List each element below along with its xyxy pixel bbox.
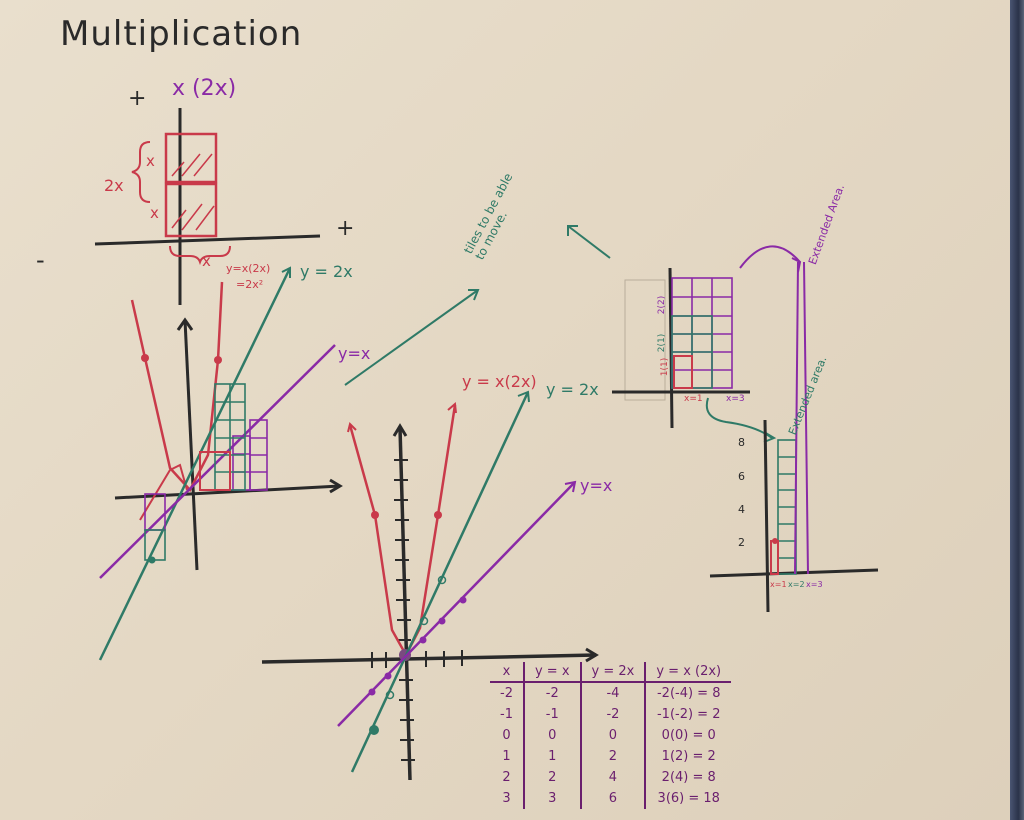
table-header: y = x bbox=[522, 662, 581, 683]
table-cell: 3 bbox=[502, 791, 511, 806]
table-cell: -1 bbox=[522, 704, 581, 725]
table-cell: -2(-4) = 8 bbox=[644, 682, 732, 704]
left-label-yx2x: y=x(2x) bbox=[226, 262, 271, 275]
center-line-2x bbox=[350, 391, 530, 773]
table-cell: 3 bbox=[522, 788, 581, 809]
table-cell: 2 bbox=[522, 767, 581, 788]
table-cell: 6 bbox=[579, 788, 646, 809]
right-lower-graph bbox=[709, 261, 879, 613]
table-cell: 2 bbox=[502, 770, 511, 785]
table-cell: 3(6) = 18 bbox=[644, 788, 732, 809]
right-label-x1-b: x=1 bbox=[770, 580, 787, 589]
center-x-axis bbox=[261, 653, 597, 664]
table-cell: -2 bbox=[522, 682, 581, 704]
left-x-axis bbox=[114, 484, 341, 500]
table-cell: 2 bbox=[579, 746, 646, 767]
table-cell: 0(0) = 0 bbox=[644, 725, 732, 746]
brace-2x bbox=[131, 141, 151, 203]
right-label-x3: x=3 bbox=[726, 394, 745, 404]
table-cell: -2 bbox=[500, 686, 513, 701]
values-table: x y = x y = 2x y = x (2x) -2 -2 -4 -2(-4… bbox=[490, 662, 732, 809]
left-label-y2x: y = 2x bbox=[300, 262, 353, 281]
table-cell: 0 bbox=[502, 728, 511, 743]
left-label-2x2: =2x² bbox=[236, 278, 264, 291]
table-cell: 0 bbox=[522, 725, 581, 746]
table-row: 0 0 0 0(0) = 0 bbox=[490, 725, 732, 746]
left-line-2x bbox=[98, 267, 292, 661]
left-y-axis bbox=[183, 319, 199, 571]
center-label-y2x: y = 2x bbox=[546, 380, 599, 399]
table-cell: -2 bbox=[579, 704, 646, 725]
center-label-yx2x: y = x(2x) bbox=[462, 372, 537, 391]
center-label-yx: y=x bbox=[580, 476, 613, 495]
right-upper-graph bbox=[612, 245, 802, 443]
label-plus-top: + bbox=[128, 86, 147, 111]
table-header: y = x (2x) bbox=[644, 662, 732, 683]
right-label-x2-b: x=2 bbox=[788, 580, 805, 589]
right-label-x3-b: x=3 bbox=[806, 580, 823, 589]
area-tile-upper bbox=[164, 132, 218, 184]
label-x-bottom: x bbox=[202, 252, 211, 270]
right-tick-8: 8 bbox=[738, 436, 745, 449]
right-tick-2: 2 bbox=[738, 536, 745, 549]
label-x-lower: x bbox=[150, 204, 159, 222]
center-y-axis bbox=[398, 427, 412, 781]
table-cell: 1 bbox=[502, 749, 511, 764]
table-cell: -1 bbox=[500, 707, 513, 722]
area-tile-lower bbox=[164, 182, 218, 238]
table-row: -1 -1 -2 -1(-2) = 2 bbox=[490, 704, 732, 725]
right-label-1-1: 1(1) bbox=[660, 357, 671, 377]
tiles-arrow bbox=[344, 225, 611, 386]
table-row: -2 -2 -4 -2(-4) = 8 bbox=[490, 682, 732, 704]
table-cell: 1(2) = 2 bbox=[644, 746, 732, 767]
table-cell: 0 bbox=[579, 725, 646, 746]
right-label-x1: x=1 bbox=[684, 394, 703, 404]
desk-edge bbox=[1010, 0, 1024, 820]
table-cell: -1(-2) = 2 bbox=[644, 704, 732, 725]
right-tick-6: 6 bbox=[738, 470, 745, 483]
right-label-2-1: 2(1) bbox=[657, 333, 668, 353]
table-row: 1 1 2 1(2) = 2 bbox=[490, 746, 732, 767]
right-label-2-2: 2(2) bbox=[657, 295, 668, 315]
label-x-times-2x: x (2x) bbox=[172, 76, 237, 101]
table-row: 3 3 6 3(6) = 18 bbox=[490, 788, 732, 809]
table-cell: 2(4) = 8 bbox=[644, 767, 732, 788]
label-plus-right: + bbox=[336, 216, 355, 241]
brace-x bbox=[169, 245, 231, 266]
right-tick-4: 4 bbox=[738, 503, 745, 516]
table-cell: -4 bbox=[579, 682, 646, 704]
center-graph bbox=[261, 390, 599, 781]
label-x-upper: x bbox=[146, 152, 155, 170]
area-model-diagram bbox=[94, 108, 321, 305]
left-label-yx: y=x bbox=[338, 344, 371, 363]
label-2x: 2x bbox=[104, 176, 124, 195]
table-row: 2 2 4 2(4) = 8 bbox=[490, 767, 732, 788]
table-header: x bbox=[490, 662, 524, 683]
center-line-x bbox=[337, 481, 576, 727]
page-title: Multiplication bbox=[60, 14, 303, 54]
table-cell: 1 bbox=[522, 746, 581, 767]
left-line-x bbox=[99, 344, 336, 579]
label-minus-left: - bbox=[36, 246, 45, 274]
table-cell: 4 bbox=[579, 767, 646, 788]
area-x-axis bbox=[94, 234, 321, 246]
left-graph bbox=[98, 266, 343, 661]
table-header: y = 2x bbox=[579, 662, 646, 683]
table-header-row: x y = x y = 2x y = x (2x) bbox=[490, 662, 732, 683]
left-parabola bbox=[130, 281, 224, 493]
